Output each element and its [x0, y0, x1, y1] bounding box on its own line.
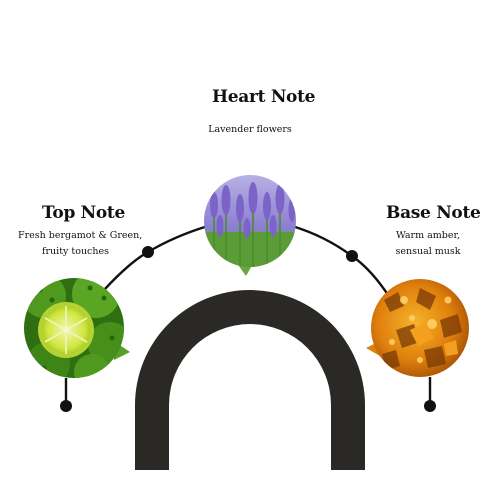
- heart-note-title: Heart Note: [212, 87, 316, 107]
- lavender-image: [204, 175, 296, 276]
- connector-right: [291, 224, 392, 299]
- bergamot-image: [24, 278, 130, 378]
- base-note-title: Base Note: [386, 203, 481, 223]
- base-note-description: Warm amber, sensual musk: [378, 228, 478, 260]
- connector-dot-left: [142, 246, 154, 258]
- base-note-line-2: sensual musk: [395, 246, 461, 257]
- base-note-line-1: Warm amber,: [395, 230, 461, 241]
- connector-dot-right: [346, 250, 358, 262]
- top-note-title: Top Note: [42, 203, 125, 223]
- base-note-pin-dot: [424, 400, 436, 412]
- heart-note-description: Lavender flowers: [208, 124, 292, 135]
- top-note-line-2: fruity touches: [41, 246, 109, 257]
- amber-image: [366, 279, 469, 377]
- top-note-pin-dot: [60, 400, 72, 412]
- center-arch: [135, 290, 365, 470]
- top-note-line-1: Fresh bergamot & Green,: [18, 230, 143, 241]
- top-note-description: Fresh bergamot & Green, fruity touches: [18, 228, 143, 260]
